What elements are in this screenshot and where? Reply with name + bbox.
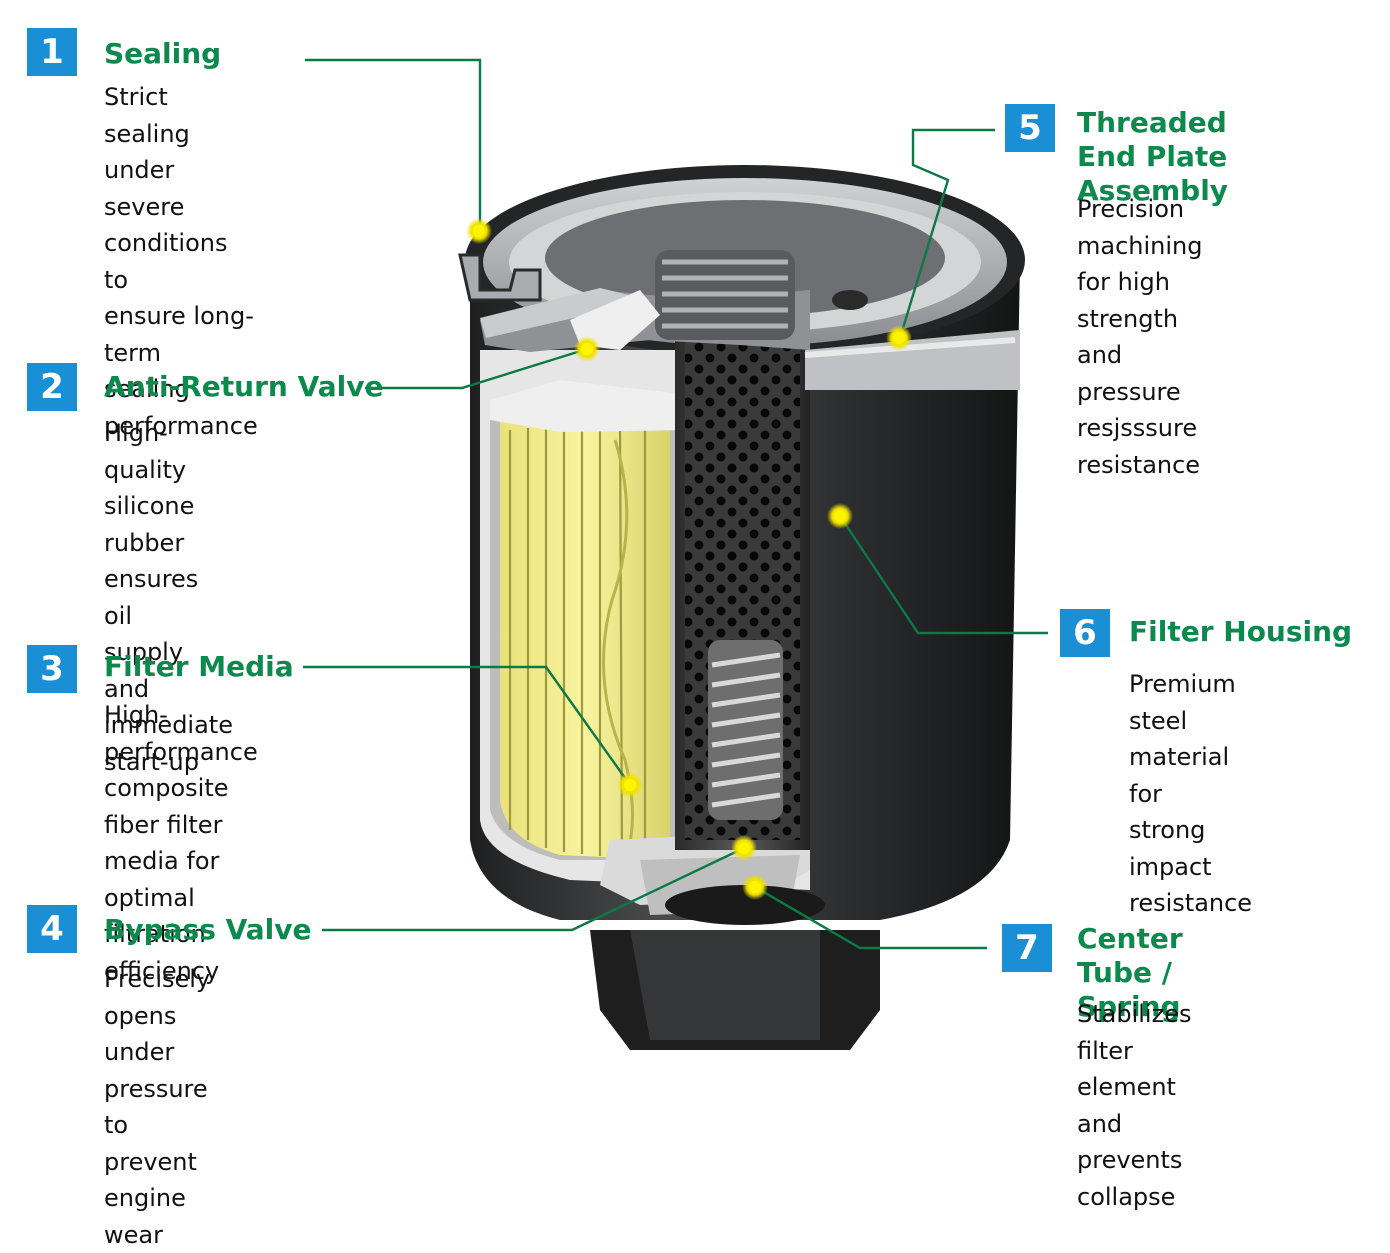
threaded-hub	[458, 250, 1020, 390]
callout-number-badge: 4	[27, 905, 77, 953]
callout-title: Filter Media	[104, 650, 294, 683]
center-tube	[675, 330, 810, 850]
callout-description: Premium steel material for strong impact…	[1129, 670, 1253, 917]
filter-media-pleats	[500, 410, 670, 861]
leader-line-1	[305, 58, 482, 230]
callout-number-badge: 1	[27, 28, 77, 76]
leader-line-7	[754, 885, 987, 950]
callout-number-badge: 6	[1060, 609, 1110, 657]
leader-line-2	[365, 347, 588, 390]
callout-title: Filter Housing	[1129, 615, 1353, 648]
callout-number-badge: 5	[1005, 104, 1055, 152]
hex-base	[590, 930, 880, 1050]
callout-number-badge: 3	[27, 645, 77, 693]
callout-description: High-quality silicone rubber ensures oil…	[104, 419, 233, 776]
callout-title: Center Tube / Spring	[1077, 922, 1183, 1023]
callout-description: Precisely opens under pressure to preven…	[104, 965, 211, 1249]
callout-description: High-performance composite fiber filter …	[104, 701, 258, 985]
callout-number-badge: 2	[27, 363, 77, 411]
leader-line-3	[303, 665, 631, 786]
callout-title: Threaded End Plate Assembly	[1077, 106, 1229, 207]
leader-line-5	[898, 128, 995, 339]
callout-title: Bypass Valve	[104, 913, 312, 946]
callout-description: Strict sealing under severe conditions t…	[104, 83, 258, 440]
callout-title: Anti-Return Valve	[104, 370, 384, 403]
oil-filter-diagram: 1 Sealing Strict sealing under severe co…	[27, 28, 1353, 1249]
callout-description: Precision machining for high strength an…	[1077, 195, 1203, 479]
callout-number-badge: 7	[1002, 924, 1052, 972]
leader-lines	[303, 58, 1048, 950]
callout-title: Sealing	[104, 37, 222, 70]
markers	[466, 218, 912, 900]
leader-line-4	[322, 846, 745, 932]
leader-line-6	[839, 515, 1048, 635]
callout-description: Stabilizes filter element and prevents c…	[1077, 1000, 1192, 1211]
